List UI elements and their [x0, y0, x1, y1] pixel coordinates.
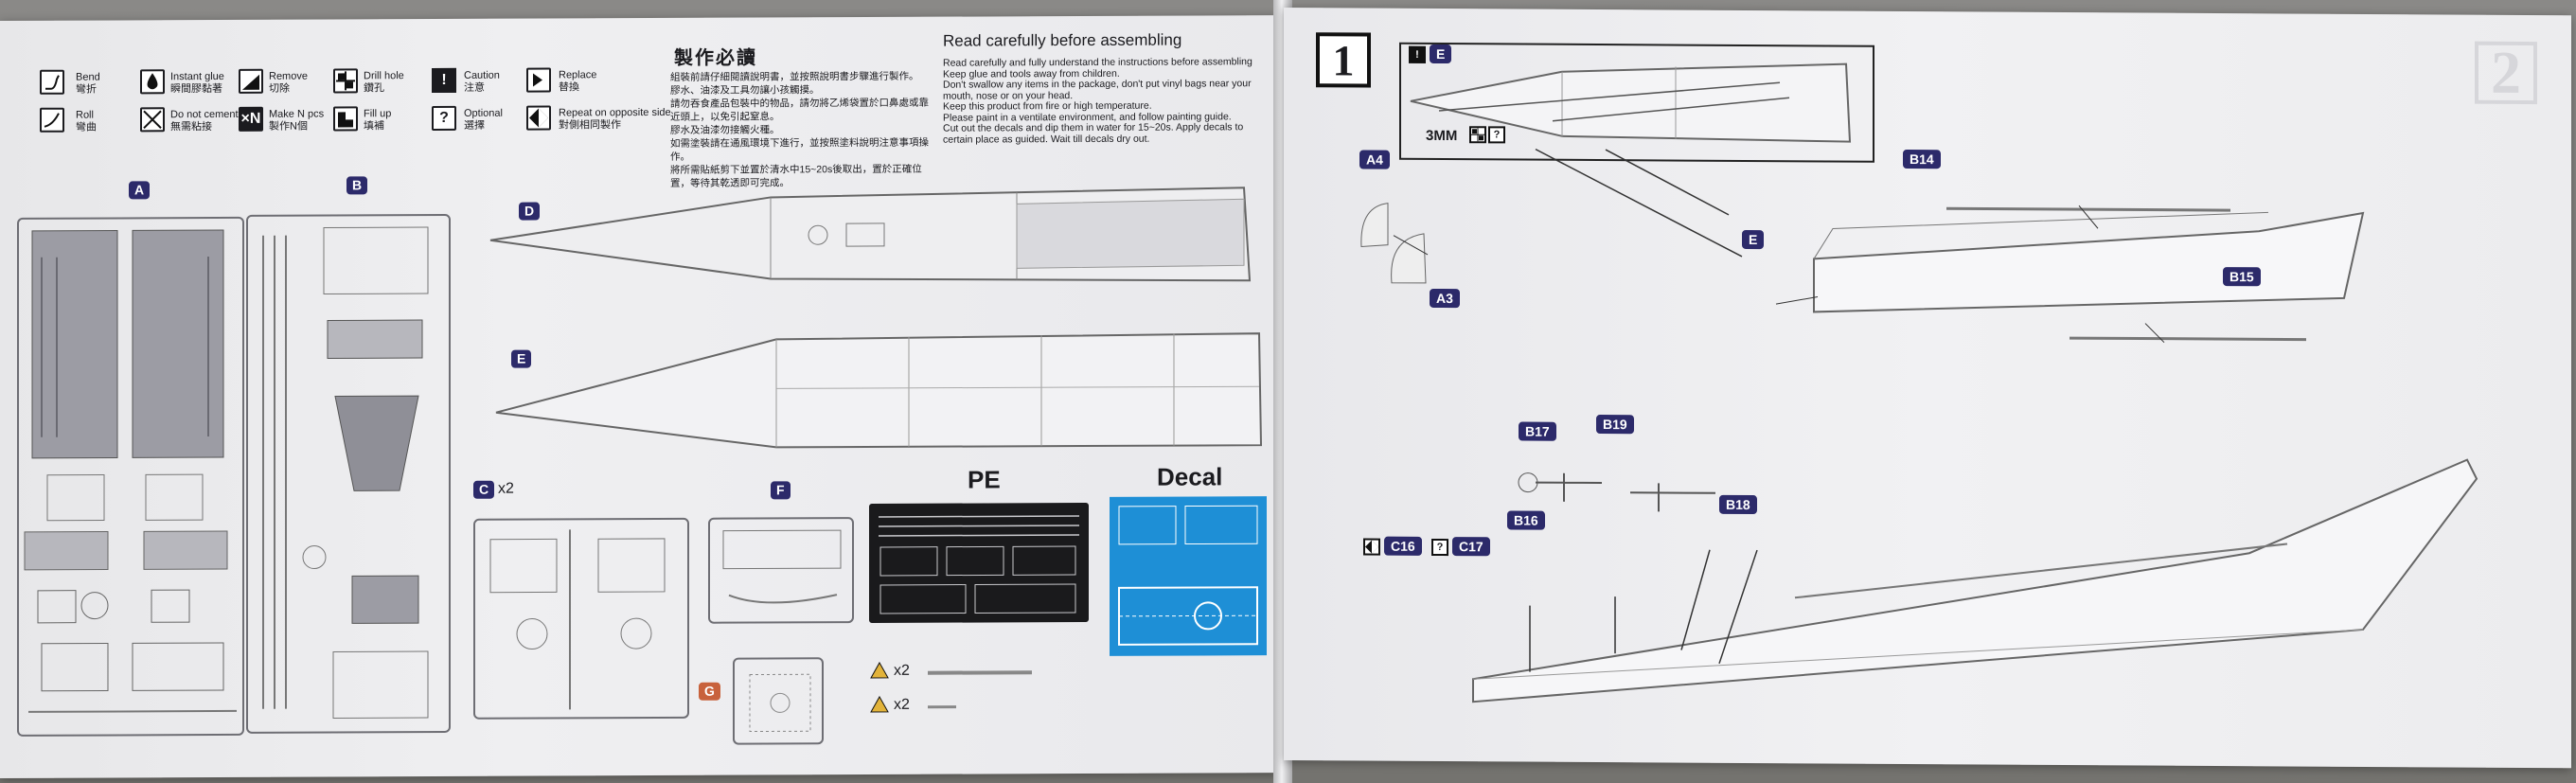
sprue-f: [708, 517, 854, 624]
decal-label: Decal: [1157, 462, 1223, 491]
hull-deck-part-d: [489, 187, 1252, 282]
upper-hull-assembly: [1535, 148, 2365, 344]
inset-detail-box: [1399, 42, 1874, 163]
callout-b18: B18: [1719, 494, 1757, 515]
sprue-f-parts: [722, 529, 842, 604]
callout-a3: A3: [1430, 288, 1460, 309]
pe-label: PE: [968, 465, 1001, 494]
callout-c16: C16: [1384, 536, 1422, 556]
replace-icon: [526, 67, 551, 93]
glue-drop-icon: [140, 69, 165, 95]
roll-icon: [40, 107, 64, 133]
callout-b14: B14: [1903, 149, 1941, 169]
instructions-zh: 組裝前請仔細閱讀說明書，並按照說明書步驟進行製作。 膠水、油漆及工具勿讓小孩觸摸…: [670, 70, 929, 189]
brass-rod-1: [928, 670, 1032, 675]
sprue-c-quantity: x2: [498, 480, 514, 497]
make-n-icon: ×N: [239, 106, 263, 132]
decal-markings: [1118, 505, 1258, 646]
mast-parts-b16-b19: [1518, 472, 1715, 512]
hull-part-e: [495, 332, 1263, 449]
instructions-en: Read carefully and fully understand the …: [943, 56, 1252, 146]
photo-etch-parts: [879, 515, 1079, 614]
step-number: 1: [1316, 32, 1371, 88]
no-cement-icon: [140, 107, 165, 133]
sprue-c-parts: [489, 529, 666, 710]
rod-1-quantity: x2: [894, 662, 910, 679]
lower-hull-assembly: [1472, 458, 2478, 703]
caution-icon: [869, 695, 890, 719]
sprue-c: [473, 517, 689, 720]
repeat-icon: [526, 105, 551, 131]
drill-hole-icon: [333, 68, 358, 94]
fill-up-icon: [333, 106, 358, 132]
callout-e: E: [1742, 229, 1765, 250]
instructions-title-zh: 製作必讀: [674, 47, 757, 69]
sprue-c-label: C: [473, 480, 495, 499]
assembly-step-page: 1 2 ! E 3MM ?: [1284, 8, 2571, 769]
photo-etch-sheet: [869, 502, 1089, 623]
callout-b15: B15: [2223, 267, 2261, 287]
drill-hole-icon: [1469, 126, 1486, 144]
sprue-b: [246, 213, 451, 734]
sprue-a-label: A: [129, 181, 151, 200]
sprue-g: [733, 657, 824, 745]
sprue-g-label: G: [699, 682, 720, 701]
optional-icon: ?: [432, 105, 456, 132]
callout-c17: C17: [1452, 537, 1490, 557]
sprue-b-parts: [262, 226, 429, 719]
bow-parts-a3-a4: [1360, 203, 1429, 284]
rod-2-quantity: x2: [894, 696, 910, 713]
repeat-icon: [1363, 538, 1380, 556]
callout-b17: B17: [1519, 421, 1556, 441]
next-page-number: 2: [2475, 39, 2537, 106]
sprue-a: [17, 216, 244, 737]
decal-sheet: [1110, 496, 1267, 656]
bend-icon: [40, 69, 64, 95]
callout-b19: B19: [1596, 415, 1634, 435]
caution-icon: [869, 661, 890, 685]
optional-icon: ?: [1431, 538, 1448, 557]
sprue-a-parts: [24, 229, 237, 713]
inset-hull-bow: [1410, 62, 1852, 143]
callout-a4: A4: [1359, 150, 1390, 169]
sprue-f-label: F: [771, 481, 791, 500]
instructions-title-en: Read carefully before assembling: [943, 30, 1182, 50]
remove-icon: [239, 68, 263, 94]
caution-icon: !: [432, 67, 456, 94]
callout-b16: B16: [1507, 510, 1545, 530]
sprue-b-label: B: [346, 176, 368, 195]
brass-rod-2: [928, 705, 956, 709]
sprue-g-parts: [749, 673, 811, 733]
